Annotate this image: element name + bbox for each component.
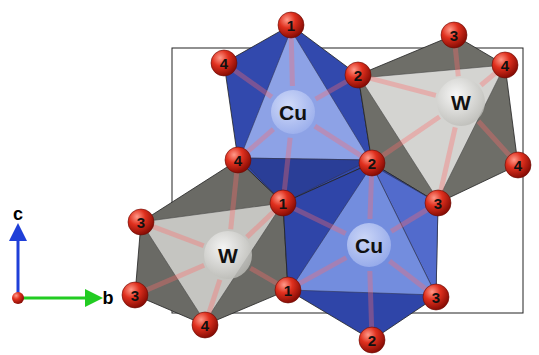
oxygen-number: 2 [354,68,362,83]
bond [235,71,272,97]
oxygen-number: 4 [501,58,509,73]
bond [247,212,274,237]
bond [441,127,455,190]
bond [315,126,361,156]
oxygen-atom [278,12,304,38]
metal-label: Cu [279,102,307,123]
metal-label: W [451,92,471,113]
bond [383,117,440,156]
oxygen-atom [505,152,531,178]
cu-atom [271,90,315,134]
oxygen-atom [128,209,154,235]
oxygen-atom [425,190,451,216]
oxygen-number: 1 [284,283,292,298]
bond-lines [147,38,509,327]
bond [291,38,292,86]
oxygen-atom [492,52,518,78]
bond [153,227,204,246]
oxygen-number: 1 [279,196,287,211]
axis-label: b [103,289,114,307]
oxygen-atom [211,50,237,76]
oxygen-number: 3 [450,28,458,43]
bond [390,261,426,289]
oxygen-atoms [122,12,531,353]
oxygen-atom [359,327,385,353]
bond [248,129,274,151]
bond [481,73,495,85]
bond [231,173,237,229]
bond [370,271,372,327]
bond [371,78,436,95]
bond [478,121,509,155]
oxygen-number: 1 [287,18,295,33]
oxygen-atom [441,22,467,48]
bond [391,210,427,232]
oxygen-number: 3 [432,290,440,305]
bond [147,265,204,290]
oxygen-number: 3 [434,196,442,211]
oxygen-number: 3 [137,215,145,230]
bond [250,268,276,283]
oxygen-number: 2 [368,156,376,171]
bond [370,176,372,219]
axis-indicator [12,232,94,304]
bond [295,209,346,234]
metal-label: Cu [355,235,383,256]
oxygen-number: 3 [131,288,139,303]
bond [284,138,290,190]
bond [316,81,347,99]
oxygen-number: 4 [514,158,522,173]
oxygen-atom [423,284,449,310]
oxygen-number: 4 [220,56,228,71]
oxygen-atom [345,62,371,88]
oxygen-atom [270,190,296,216]
oxygen-atom [192,312,218,338]
oxygen-atom [359,150,385,176]
bond [299,258,346,284]
metal-label: W [218,245,238,266]
bond [455,48,458,76]
oxygen-atom [275,277,301,303]
w-atom [437,78,485,126]
oxygen-atom [122,282,148,308]
bond [209,280,220,313]
w-octahedron [135,160,288,325]
oxygen-number: 4 [201,318,209,333]
oxygen-number: 4 [234,153,242,168]
oxygen-number: 2 [368,333,376,348]
w-atom [204,231,252,279]
cu-atom [347,223,391,267]
cu-octahedron [283,163,438,340]
axis-label: c [13,205,23,223]
oxygen-atom [225,147,251,173]
